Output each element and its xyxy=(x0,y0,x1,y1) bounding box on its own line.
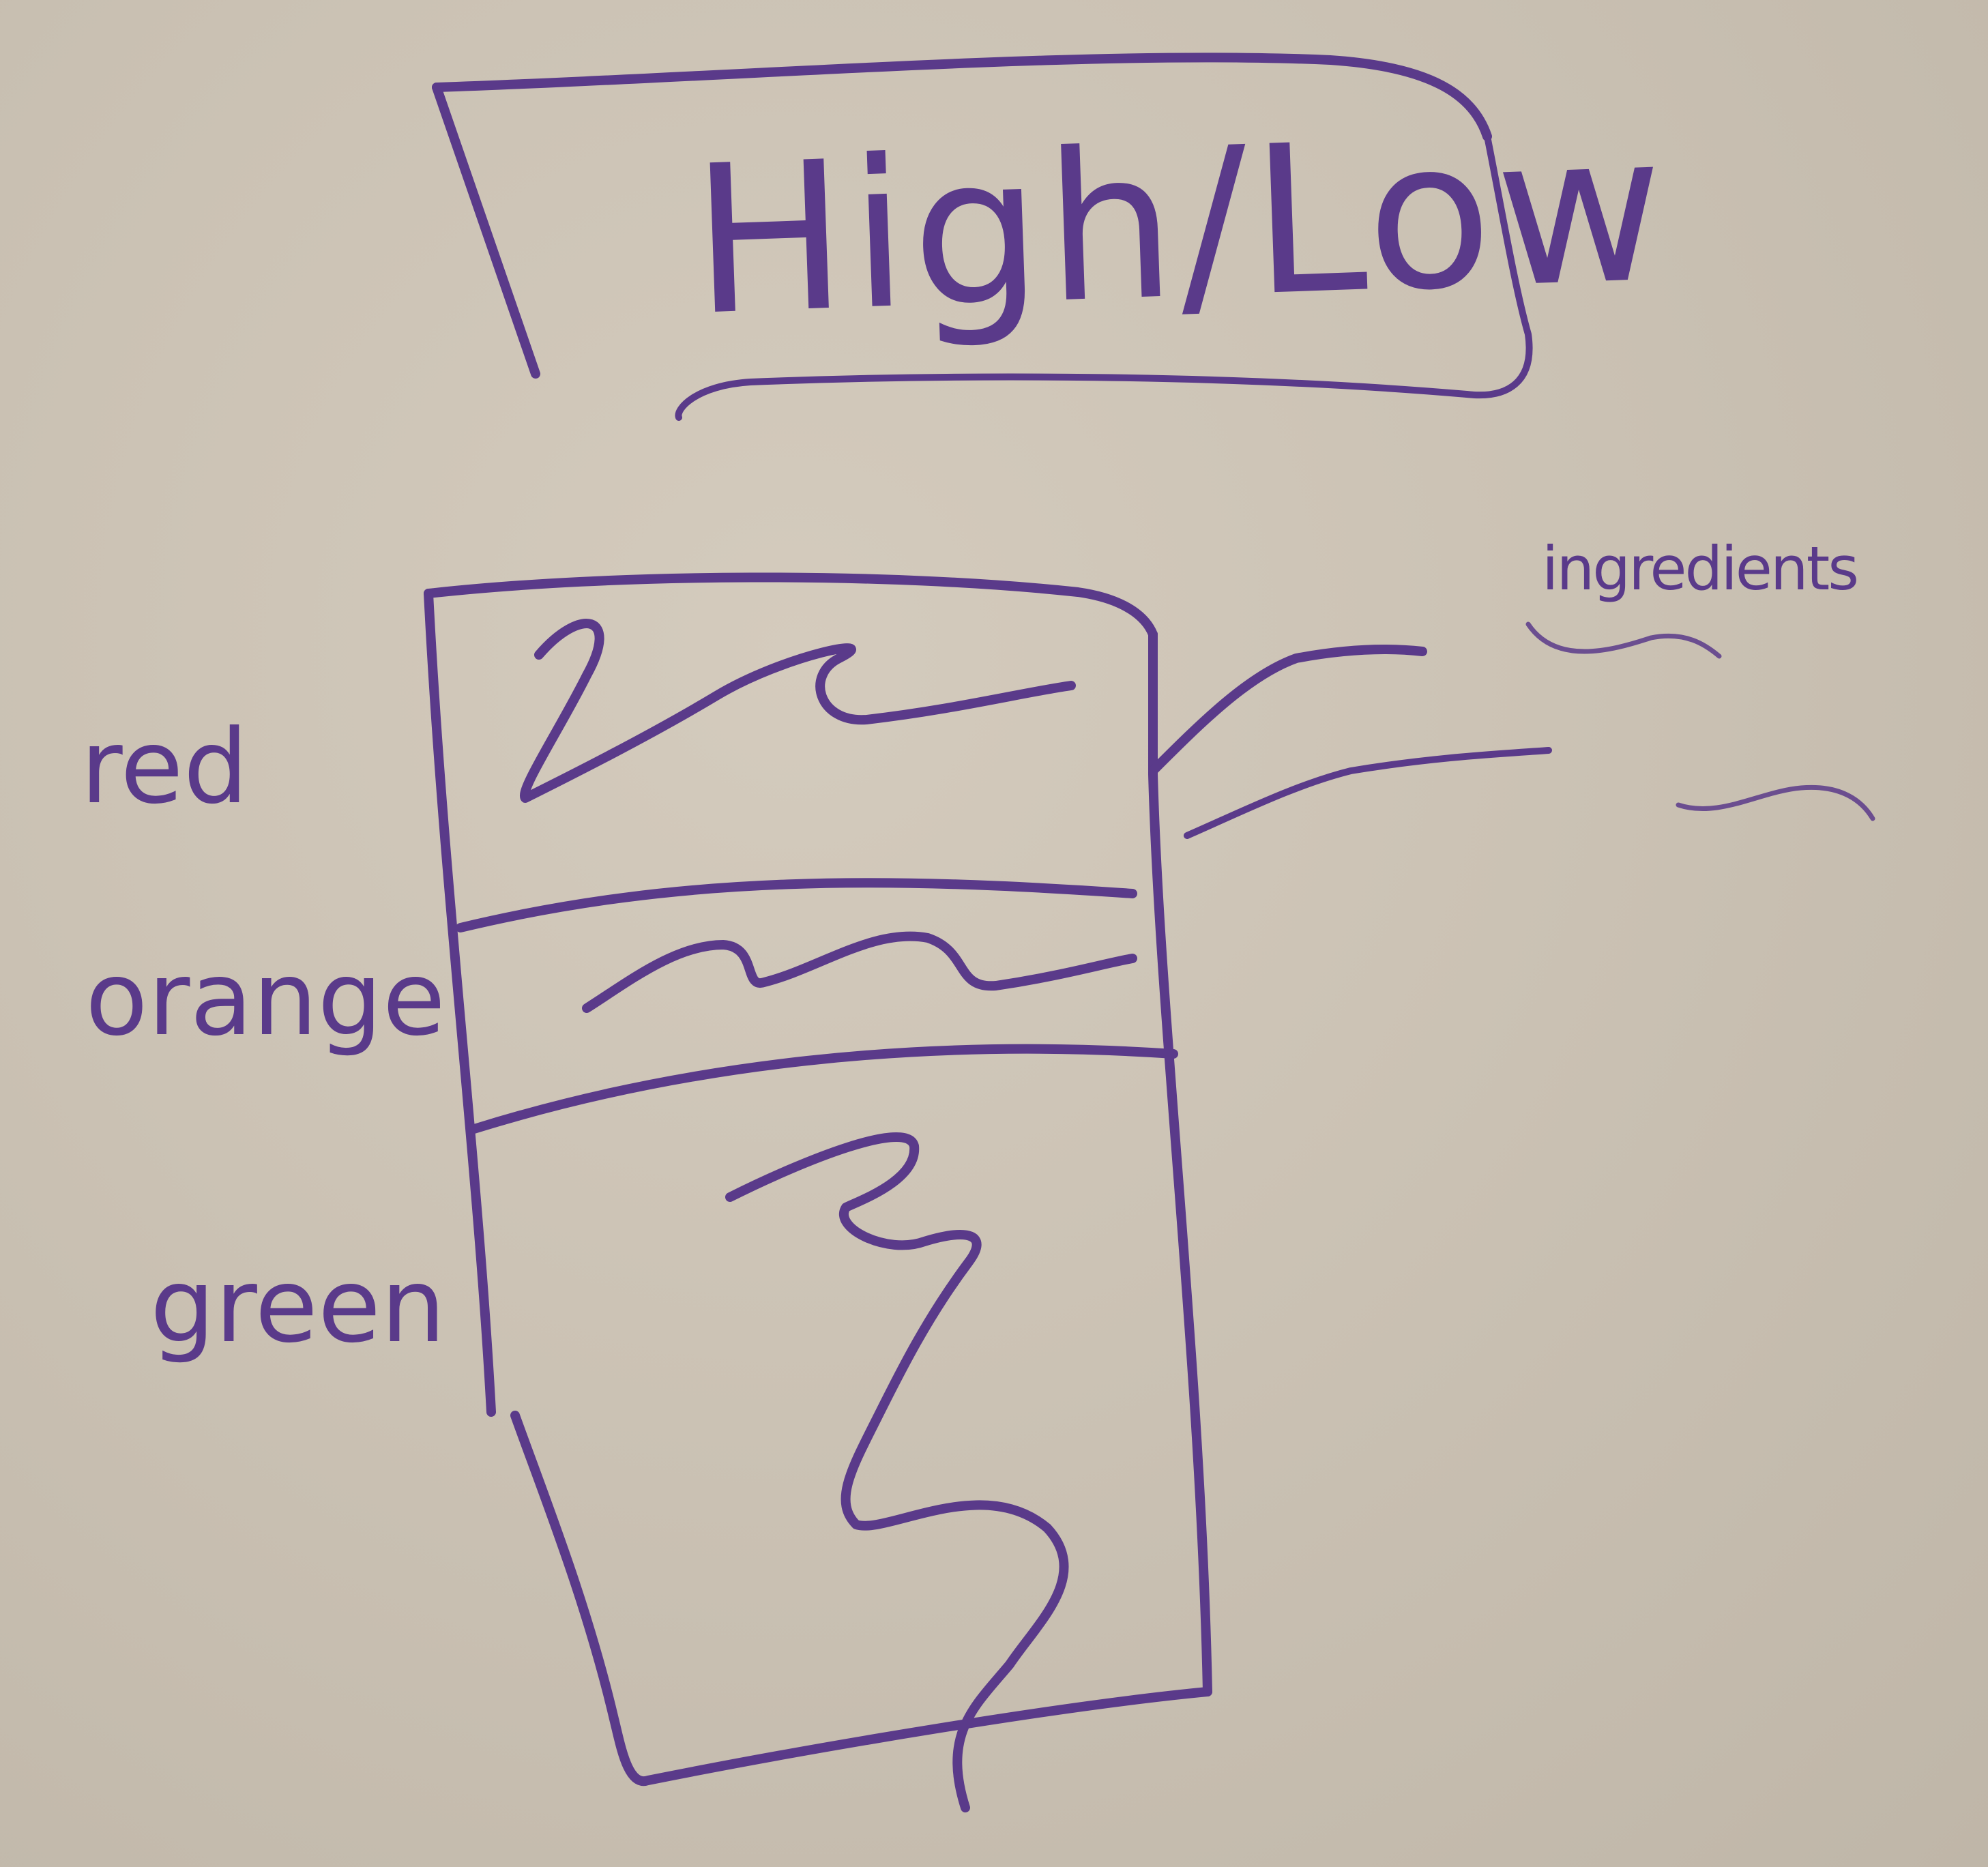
ingredient-connector-line xyxy=(1148,645,1427,776)
green-band-squiggle xyxy=(725,1132,1069,1812)
title-banner-top-edge xyxy=(432,53,1492,141)
ingredient-line-2 xyxy=(1184,747,1552,839)
scale-box-top-edge xyxy=(424,572,1158,639)
ingredients-label: ingredients xyxy=(1542,533,1859,604)
level-label-red: red xyxy=(81,708,248,827)
ingredients-list xyxy=(1148,621,1875,839)
scale-box-right-edge xyxy=(1148,630,1212,1696)
scale-box-bottom-edge xyxy=(510,1411,1212,1787)
title-banner xyxy=(432,53,1533,421)
orange-band-squiggle xyxy=(582,931,1137,1013)
divider-red-orange xyxy=(456,878,1137,932)
ingredients-underline xyxy=(1525,621,1722,659)
title-banner-bottom-edge xyxy=(675,373,1470,421)
divider-orange-green xyxy=(469,1044,1178,1134)
ingredient-squiggle-2 xyxy=(1676,784,1875,821)
title-banner-left-edge xyxy=(432,83,540,379)
level-label-green: green xyxy=(150,1247,446,1366)
scale-box xyxy=(424,572,1212,1787)
red-band-squiggle xyxy=(519,619,1076,803)
title-text: High/Low xyxy=(688,89,1671,361)
scale-box-left-edge xyxy=(424,589,496,1417)
title-banner-right-edge xyxy=(1463,133,1533,399)
level-label-orange: orange xyxy=(85,940,445,1059)
